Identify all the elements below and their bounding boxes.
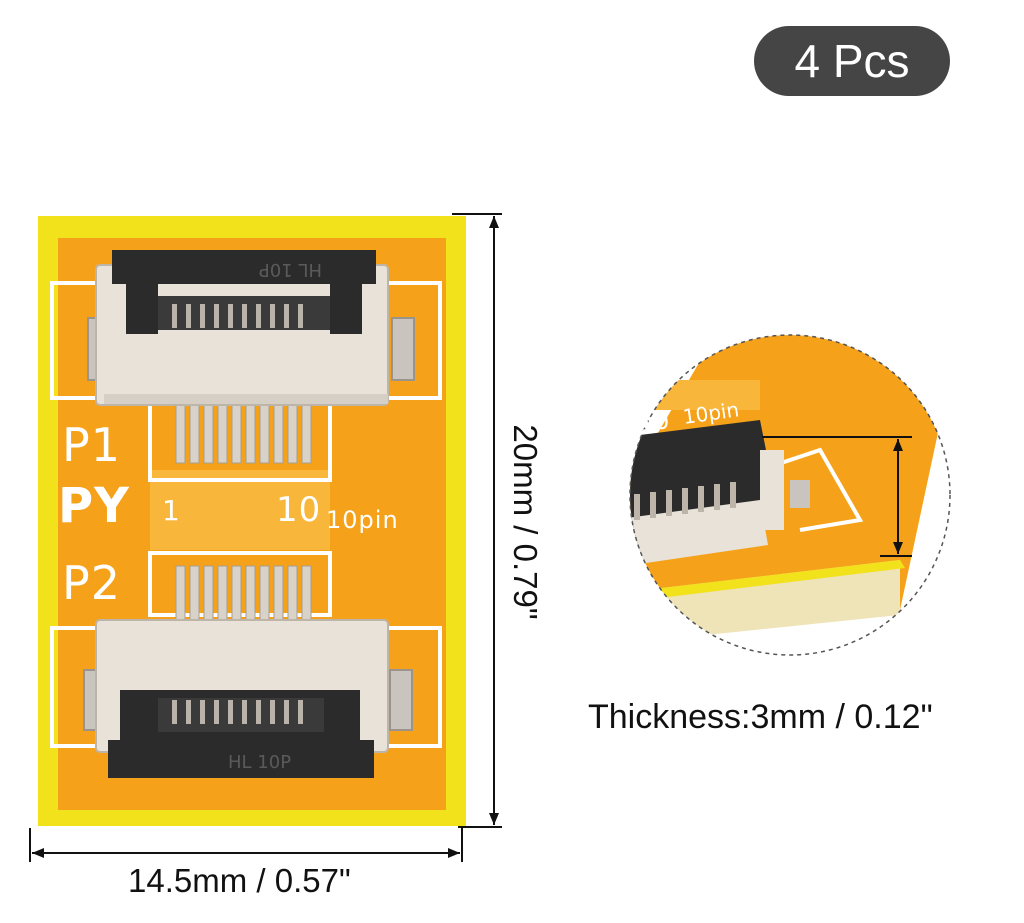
silkscreen-logo: PY [58,478,130,534]
bottom-connector-marking: HL 10P [228,752,291,773]
width-dimension-label: 14.5mm / 0.57" [128,862,351,899]
dimension-lines [29,213,502,862]
silkscreen-pin-end: 10 [276,490,322,530]
height-dimension-label: 20mm / 0.79" [507,424,544,620]
silkscreen-p2: P2 [62,556,122,610]
thickness-detail-view [629,334,951,656]
silkscreen-pin-count: 10pin [326,506,399,534]
silkscreen-pin-start: 1 [162,494,181,527]
fpc-adapter-board [38,216,466,826]
thickness-dimension-label: Thickness:3mm / 0.12" [588,698,933,736]
top-connector-marking: HL 10P [259,259,322,280]
detail-pin-label: 10 [637,406,671,438]
bottom-fpc-connector [95,619,389,778]
top-fpc-connector [95,250,389,406]
quantity-badge: 4 Pcs [754,26,950,96]
silkscreen-p1: P1 [62,418,122,472]
trace-area [150,470,330,550]
